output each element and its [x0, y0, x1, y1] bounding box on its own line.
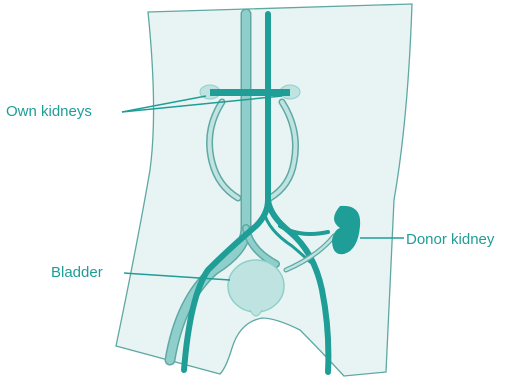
own-kidneys-label: Own kidneys: [6, 104, 92, 119]
bladder-label: Bladder: [51, 265, 103, 280]
donor-kidney-label: Donor kidney: [406, 232, 494, 247]
torso-outline: [116, 4, 412, 376]
